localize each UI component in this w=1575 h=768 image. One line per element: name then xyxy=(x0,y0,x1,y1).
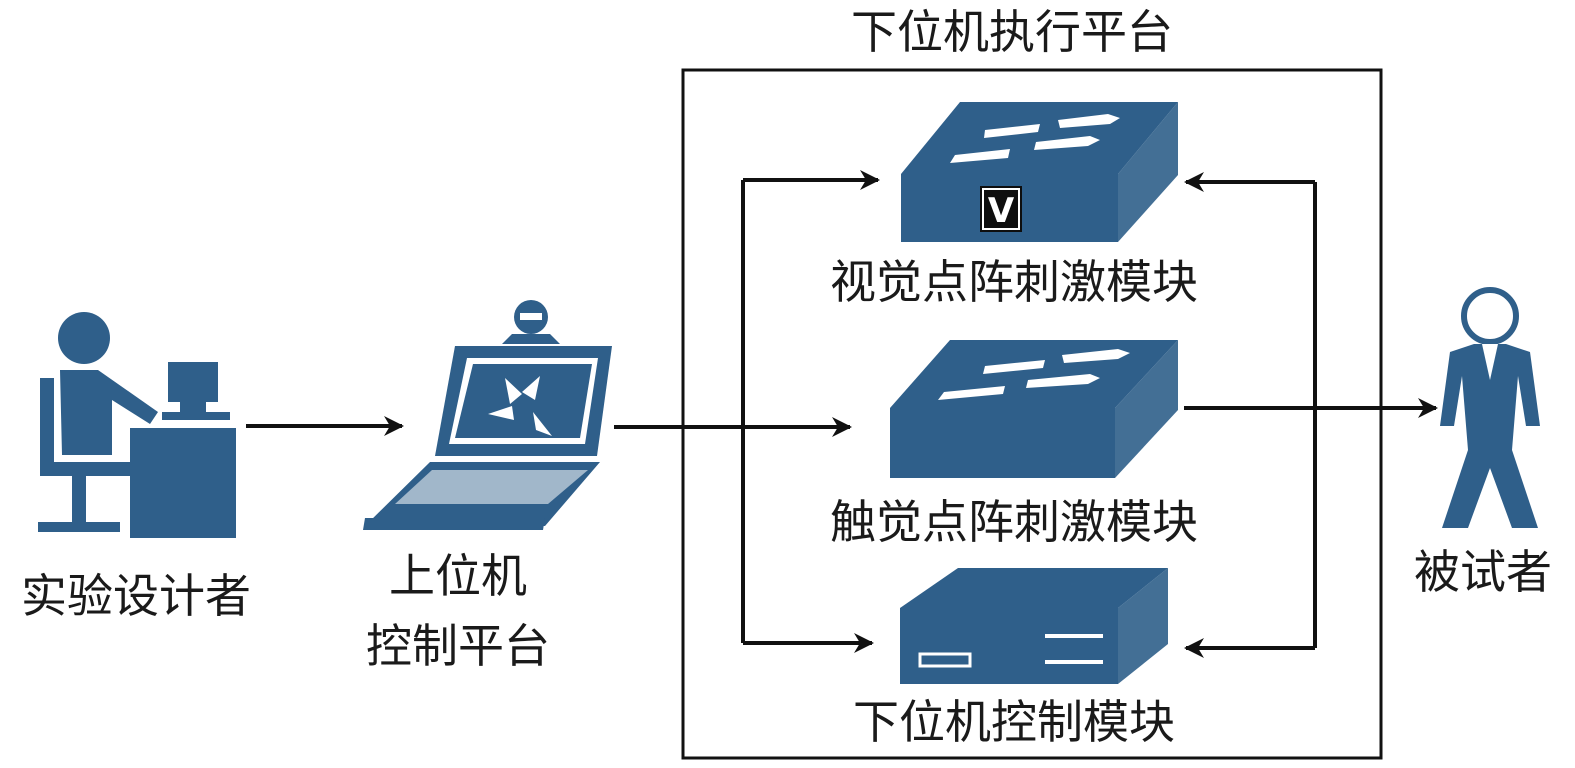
slave-control-label: 下位机控制模块 xyxy=(853,695,1175,749)
person-icon xyxy=(1440,287,1540,528)
switch-box-icon xyxy=(890,340,1178,478)
platform-frame xyxy=(681,68,1383,760)
designer-label: 实验设计者 xyxy=(21,569,251,623)
host-label-line2: 控制平台 xyxy=(366,619,550,673)
person-at-desk-icon xyxy=(38,312,236,538)
laptop-icon xyxy=(363,300,612,530)
switch-box-icon: V xyxy=(901,102,1178,242)
visual-badge-text: V xyxy=(988,191,1015,231)
subject-label: 被试者 xyxy=(1414,545,1552,599)
platform-title: 下位机执行平台 xyxy=(851,5,1173,59)
tactile-module-label: 触觉点阵刺激模块 xyxy=(830,495,1198,549)
visual-module-label: 视觉点阵刺激模块 xyxy=(830,255,1198,309)
host-label-line1: 上位机 xyxy=(389,549,527,603)
server-box-icon xyxy=(900,568,1168,684)
